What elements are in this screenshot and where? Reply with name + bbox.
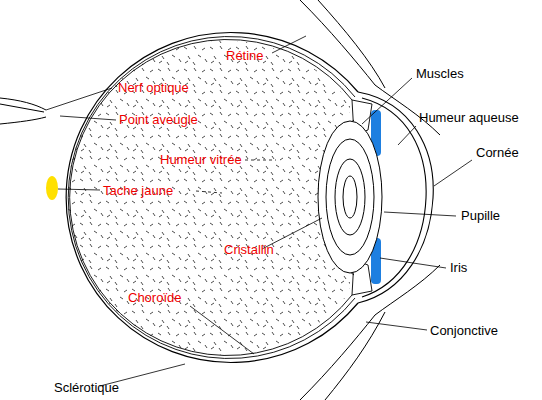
part-label: Rétine — [226, 48, 264, 63]
part-label: Choroïde — [128, 290, 181, 305]
part-label: Iris — [450, 260, 467, 275]
part-label: Cornée — [476, 145, 519, 160]
lens — [318, 121, 382, 273]
macula-spot — [46, 176, 58, 200]
part-label: Pupille — [461, 208, 500, 223]
part-label: Muscles — [416, 66, 464, 81]
eye-wall — [66, 32, 358, 362]
part-label: Humeur vitrée — [160, 152, 242, 167]
conjunctiva — [300, 0, 440, 400]
part-label: Nerf optique — [118, 80, 189, 95]
part-label: Cristallin — [224, 242, 274, 257]
leader-line — [46, 36, 472, 386]
part-label: Sclérotique — [54, 380, 119, 395]
part-label: Tache jaune — [103, 183, 173, 198]
part-label: Conjonctive — [430, 323, 498, 338]
part-label: Point aveugle — [119, 112, 198, 127]
part-label: Humeur aqueuse — [419, 110, 519, 125]
optic-nerve — [0, 98, 46, 124]
